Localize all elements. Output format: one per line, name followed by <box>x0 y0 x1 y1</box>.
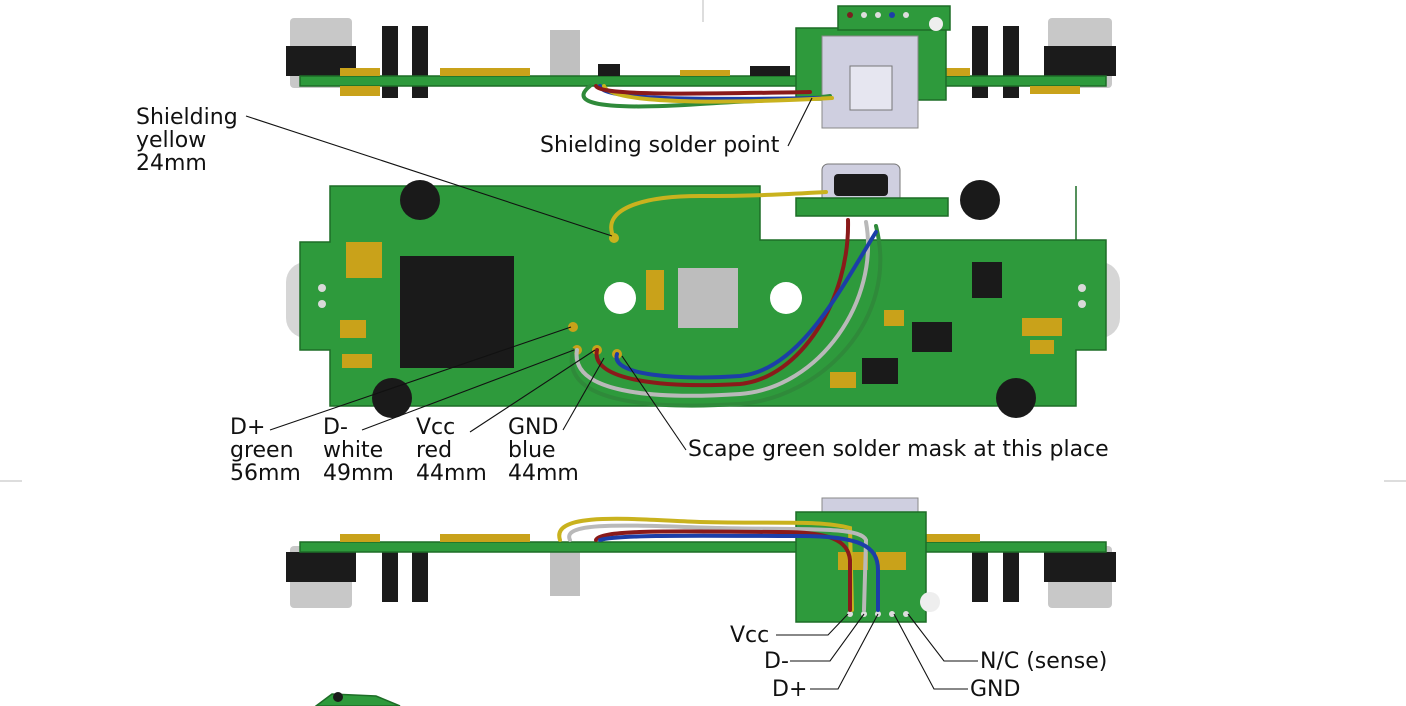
shielding-label-color: yellow <box>136 128 207 153</box>
connector-pin-gnd-label: GND <box>970 677 1021 702</box>
gnd-label-name: GND <box>508 415 559 440</box>
d-minus-label: D- white 49mm <box>323 416 394 485</box>
vcc-label: Vcc red 44mm <box>416 416 487 485</box>
connector-pin-d-plus-label: D+ <box>772 677 808 702</box>
shielding-label: Shielding yellow 24mm <box>136 106 238 175</box>
d-plus-label-length: 56mm <box>230 461 301 486</box>
d-plus-label-name: D+ <box>230 415 266 440</box>
gnd-label: GND blue 44mm <box>508 416 579 485</box>
leader-lines <box>245 97 978 690</box>
connector-pin-nc-label: N/C (sense) <box>980 649 1108 674</box>
d-minus-label-name: D- <box>323 415 348 440</box>
top-side-view <box>286 5 1116 129</box>
vcc-label-color: red <box>416 438 453 463</box>
bottom-side-view <box>286 497 1116 623</box>
scrape-solder-mask-label: Scape green solder mask at this place <box>688 437 1109 462</box>
vcc-label-length: 44mm <box>416 461 487 486</box>
d-minus-label-color: white <box>323 438 384 463</box>
d-plus-label: D+ green 56mm <box>230 416 301 485</box>
shielding-label-name: Shielding <box>136 105 238 130</box>
shielding-label-length: 24mm <box>136 151 207 176</box>
connector-pin-d-minus-label: D- <box>764 649 789 674</box>
gnd-label-color: blue <box>508 438 556 463</box>
vcc-label-name: Vcc <box>416 415 456 440</box>
d-plus-label-color: green <box>230 438 294 463</box>
top-view-board <box>286 163 1120 418</box>
partial-board-corner <box>314 692 401 706</box>
connector-pin-vcc-label: Vcc <box>730 623 770 648</box>
d-minus-label-length: 49mm <box>323 461 394 486</box>
shielding-solder-point-label: Shielding solder point <box>540 133 780 158</box>
gnd-label-length: 44mm <box>508 461 579 486</box>
